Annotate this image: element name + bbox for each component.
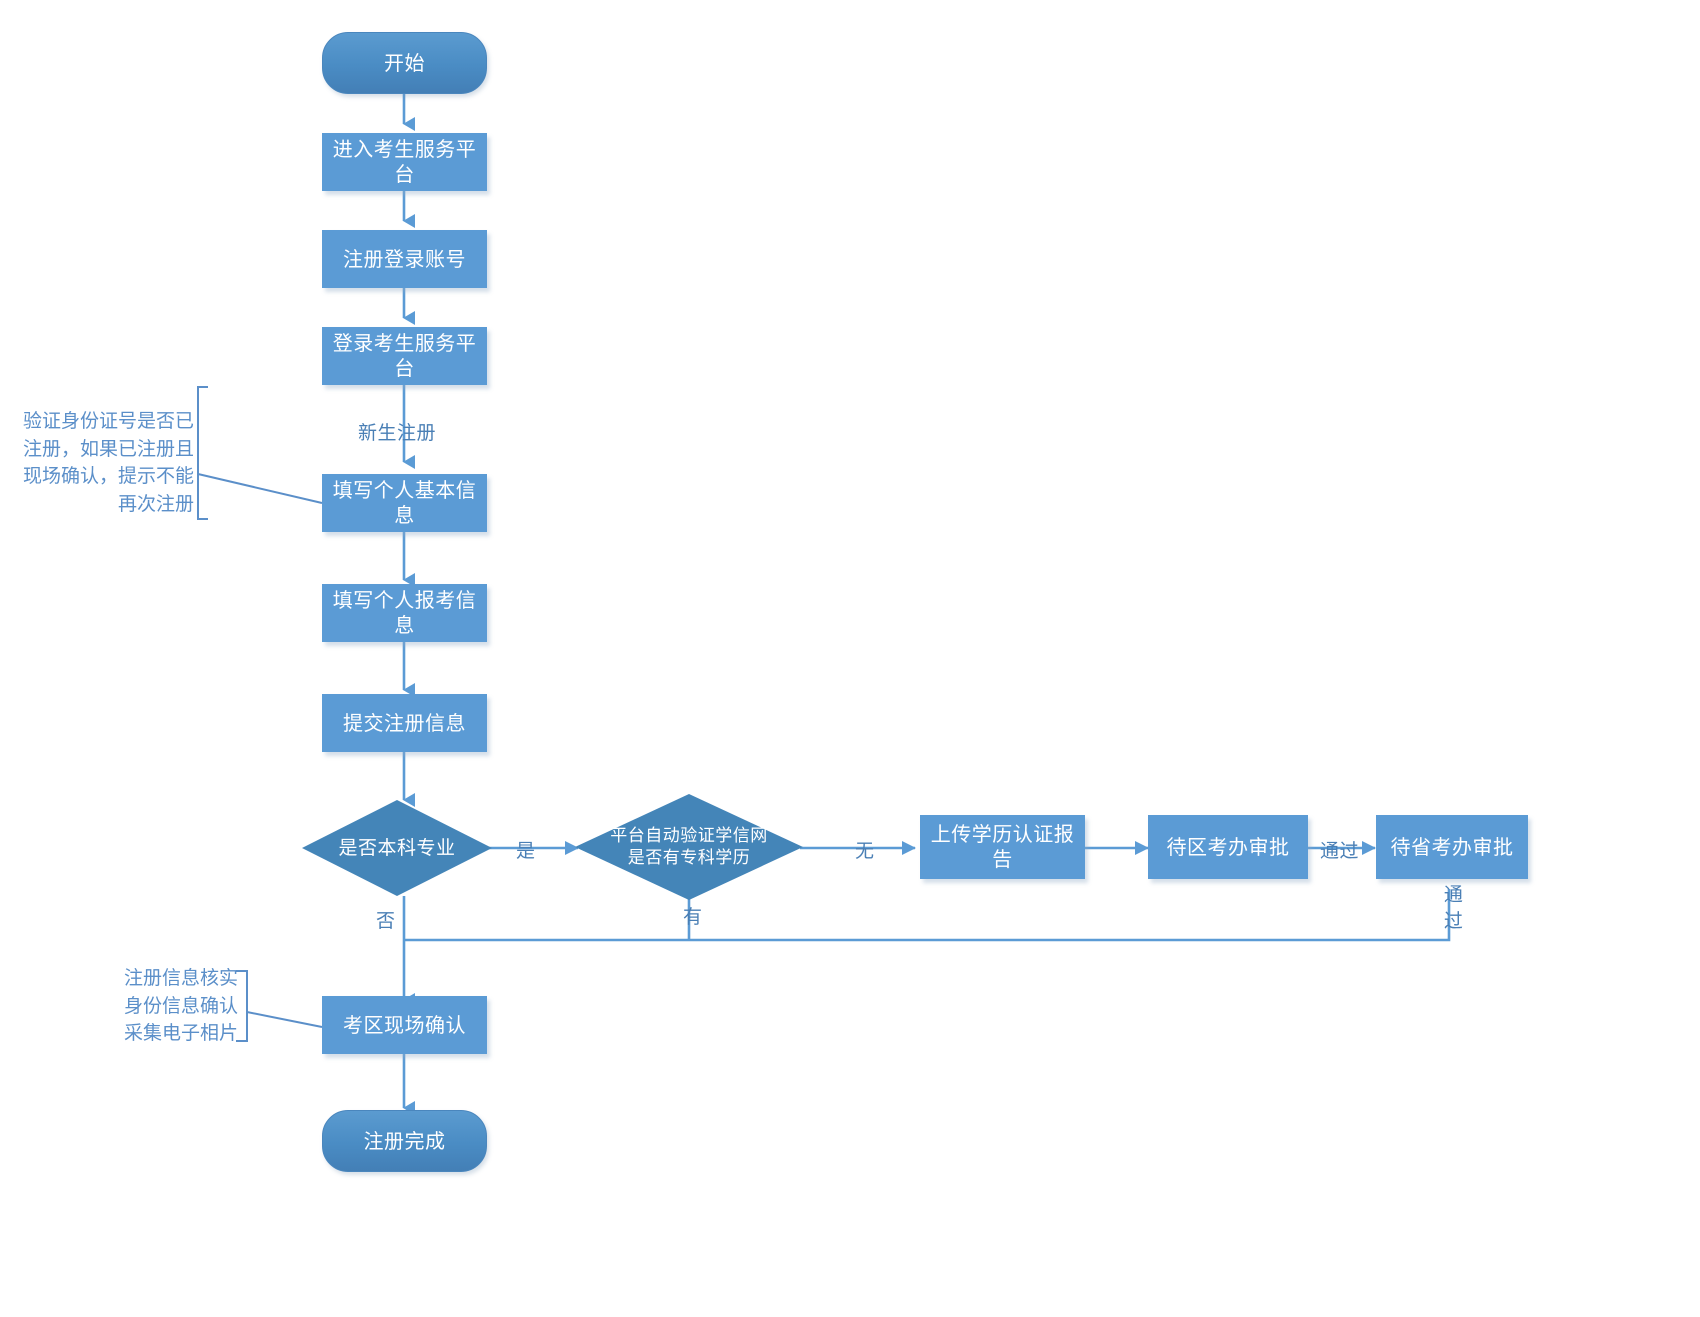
node-register-account[interactable]: 注册登录账号 — [322, 230, 487, 288]
node-fill-exam-info[interactable]: 填写个人报考信息 — [322, 584, 487, 642]
node-finish-label: 注册完成 — [363, 1128, 446, 1153]
edge-label-new-student: 新生注册 — [358, 422, 437, 444]
node-onsite-confirm-label: 考区现场确认 — [343, 1012, 466, 1037]
node-upload-report[interactable]: 上传学历认证报告 — [920, 815, 1085, 879]
node-register-account-label: 注册登录账号 — [343, 246, 466, 271]
node-district-approval-label: 待区考办审批 — [1166, 834, 1290, 859]
node-is-undergrad[interactable]: 是否本科专业 — [302, 800, 492, 896]
annotation-id-check: 验证身份证号是否已 注册，如果已注册且 现场确认，提示不能 再次注册 — [22, 410, 194, 515]
node-login-platform-label: 登录考生服务平台 — [332, 331, 477, 380]
diamond-shape — [575, 794, 803, 900]
node-fill-exam-info-label: 填写个人报考信息 — [332, 588, 477, 637]
node-enter-platform[interactable]: 进入考生服务平台 — [322, 133, 487, 191]
annotation-onsite-items: 注册信息核实 身份信息确认 采集电子相片 — [123, 967, 238, 1045]
node-fill-basic-info-label: 填写个人基本信息 — [332, 478, 477, 527]
edge-label-province-pass: 通 过 — [1440, 884, 1463, 930]
node-submit-info[interactable]: 提交注册信息 — [322, 694, 487, 752]
node-province-approval[interactable]: 待省考办审批 — [1376, 815, 1528, 879]
node-verify-chsi[interactable]: 平台自动验证学信网 是否有专科学历 — [575, 794, 803, 900]
edge-label-district-pass: 通过 — [1320, 840, 1360, 862]
node-province-approval-label: 待省考办审批 — [1390, 834, 1514, 859]
node-upload-report-label: 上传学历认证报告 — [930, 822, 1075, 871]
diamond-shape — [302, 800, 492, 896]
node-fill-basic-info[interactable]: 填写个人基本信息 — [322, 474, 487, 532]
node-district-approval[interactable]: 待区考办审批 — [1148, 815, 1308, 879]
node-start[interactable]: 开始 — [322, 32, 487, 94]
node-enter-platform-label: 进入考生服务平台 — [332, 137, 477, 186]
edge-label-has-diploma: 有 — [683, 906, 703, 928]
edge-label-none-diploma: 无 — [855, 840, 875, 862]
node-onsite-confirm[interactable]: 考区现场确认 — [322, 996, 487, 1054]
node-finish[interactable]: 注册完成 — [322, 1110, 487, 1172]
edge-label-yes-undergrad: 是 — [516, 840, 536, 862]
node-submit-info-label: 提交注册信息 — [343, 710, 466, 735]
node-start-label: 开始 — [384, 50, 425, 75]
node-login-platform[interactable]: 登录考生服务平台 — [322, 327, 487, 385]
edge-label-no-undergrad: 否 — [376, 910, 396, 932]
